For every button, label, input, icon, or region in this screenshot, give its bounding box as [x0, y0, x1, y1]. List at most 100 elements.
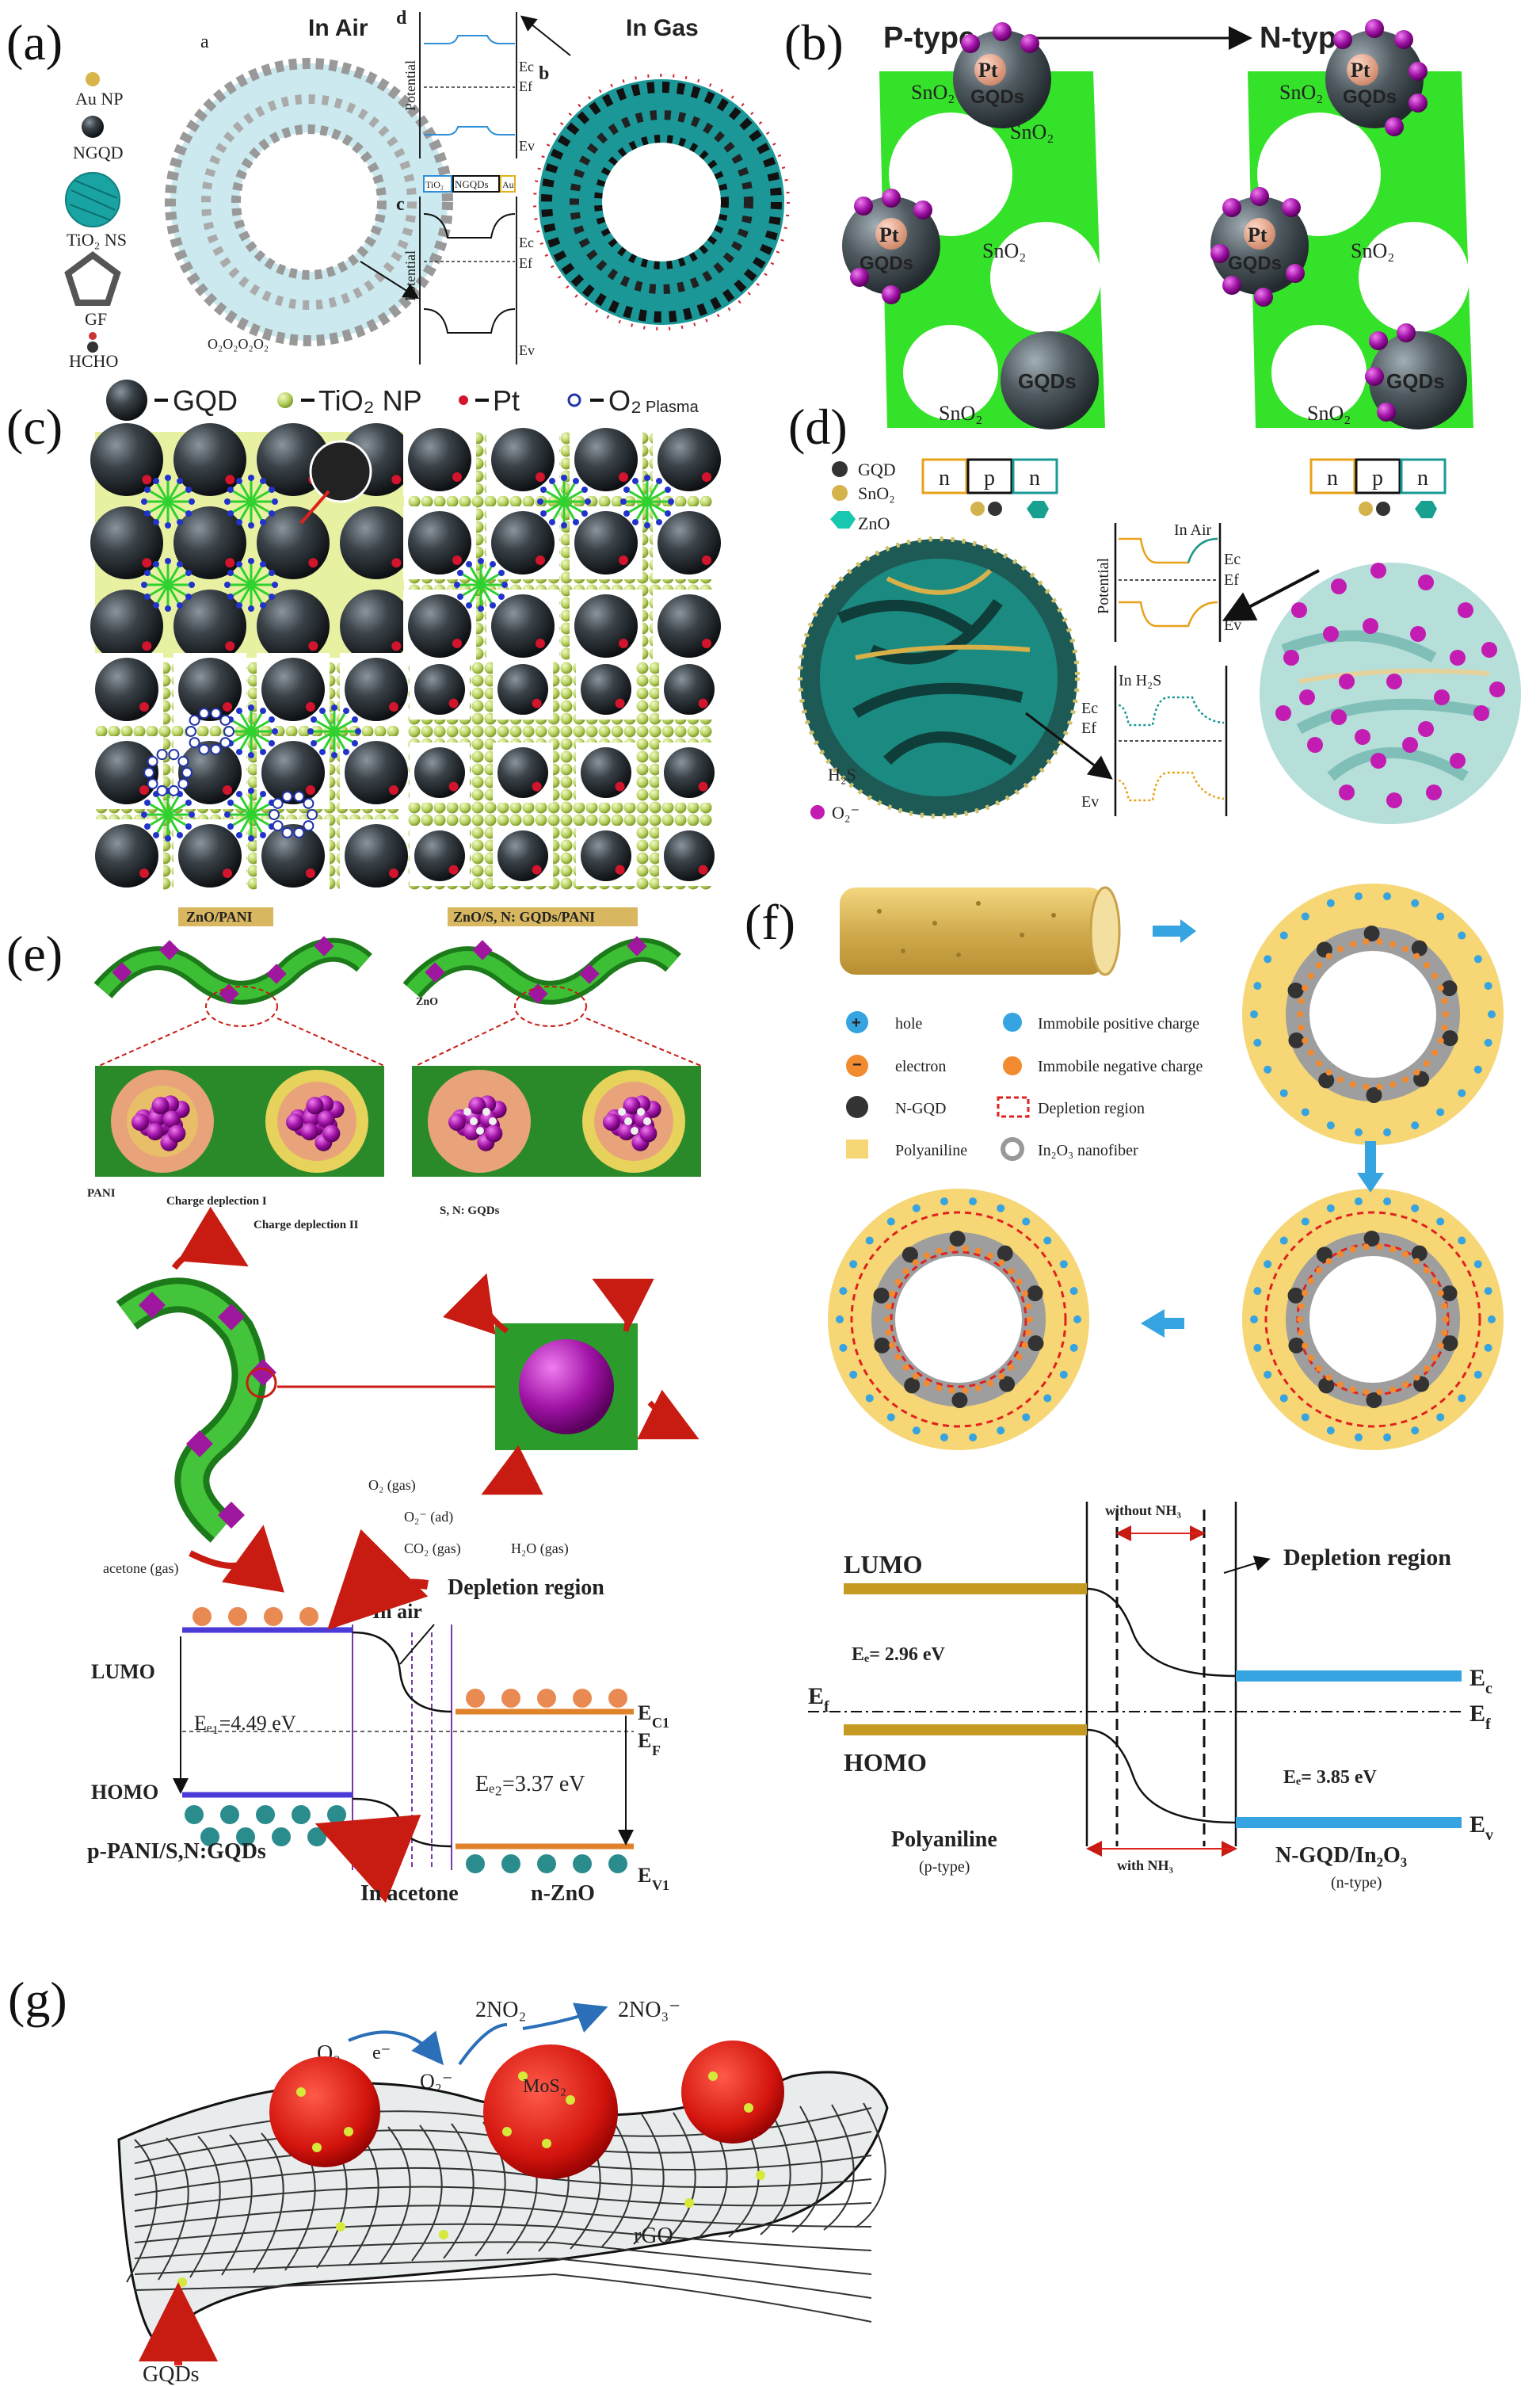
f-homo: HOMO [844, 1748, 927, 1777]
panel-e: (e) ZnO/PANI ZnO/S, N: GQDs/PANI ZnO [6, 907, 702, 1906]
sno2-r3: SnO₂ [1307, 402, 1351, 425]
npn-r-n2: n [1417, 466, 1428, 491]
e-in-acetone: In acetone [360, 1881, 459, 1906]
e-eg1: Eₑ₁=4.49 eV [194, 1712, 296, 1735]
e-title-left-bg [178, 907, 273, 926]
e-charge2: Charge deplection II [253, 1219, 359, 1231]
d-zno-icon [830, 511, 856, 529]
e-homo: HOMO [91, 1781, 158, 1804]
in-gas-label: In Gas [626, 15, 699, 41]
sno2-l1: SnO₂ [911, 81, 955, 104]
f-ptype-p: (p-type) [919, 1858, 970, 1876]
panel-b-label: (b) [784, 14, 844, 71]
legend-c-gqd: GQD [173, 384, 238, 417]
panel-d: (d) GQD SnO₂ ZnO n p n n p n H₂S [788, 399, 1521, 824]
e-cluster-mid [519, 1339, 614, 1434]
d-in-air: In Air [1174, 521, 1212, 539]
panel-c: (c) GQD TiO₂ NP Pt O₂ Plasma [6, 380, 726, 892]
f-imm-neg-icon [1003, 1056, 1022, 1075]
legend-gf: GF [85, 309, 107, 329]
panel-a-label: (a) [6, 14, 63, 71]
gqds-r1: GQDs [1343, 86, 1397, 108]
f-imm-pos-icon [1003, 1013, 1022, 1032]
in-air-ring [165, 58, 453, 346]
e-in-air: In air [372, 1600, 422, 1623]
npn-r-p: p [1372, 466, 1383, 491]
d-sno2-icon [832, 485, 848, 501]
e-nzno: n-ZnO [531, 1881, 595, 1906]
f-pani-icon [846, 1140, 868, 1159]
band-tio2: TiO₂ [425, 179, 444, 190]
gf-icon [64, 251, 121, 306]
ngqd-icon [82, 116, 104, 138]
panel-c-label: (c) [6, 399, 63, 455]
f-ring-3 [828, 1189, 1089, 1450]
panel-d-label: (d) [788, 399, 848, 455]
f-ef-left-sub: f [824, 1698, 829, 1716]
quadrant-3-lattice [90, 653, 413, 892]
pt-l2: Pt [879, 223, 899, 246]
band-ngqds: NGQDs [455, 178, 489, 190]
f-ntype-p: (n-type) [1331, 1874, 1382, 1892]
f-legend-ngqd: N-GQD [895, 1100, 946, 1117]
e-ef: E [638, 1729, 651, 1752]
tio2-np-legend-icon [277, 392, 293, 408]
pt-legend-icon [459, 395, 468, 405]
ptype-label: P-type [883, 21, 975, 55]
e-ec1: E [638, 1701, 651, 1724]
g-e1: e⁻ [372, 2043, 391, 2063]
npn-l-n2: n [1029, 466, 1040, 491]
d-ef-h2s: Ef [1081, 720, 1096, 737]
in-gas-ring [533, 74, 790, 330]
f-fiber [840, 888, 1105, 975]
g-no2: 2NO₂ [475, 1998, 526, 2022]
npn-l-n1: n [939, 466, 950, 491]
zno-flower-right [1260, 563, 1521, 824]
e-lumo: LUMO [91, 1660, 155, 1683]
sno2-l3: SnO₂ [982, 239, 1026, 262]
legend-tio2: TiO₂ NS [67, 230, 127, 250]
f-ngqd-icon [846, 1096, 868, 1118]
f-eg1: Eₑ= 2.96 eV [852, 1644, 946, 1665]
f-ev-sub: v [1485, 1827, 1493, 1844]
d-ev-h2s: Ev [1081, 793, 1099, 811]
legend-c-tio2: TiO₂ NP [318, 384, 422, 417]
e-ppani: p-PANI/S,N:GQDs [87, 1839, 266, 1864]
f-legend-imm-neg: Immobile negative charge [1038, 1058, 1203, 1075]
f-ef-right: E [1469, 1701, 1485, 1727]
e-co2: CO₂ (gas) [404, 1540, 461, 1557]
e-title-right: ZnO/S, N: GQDs/PANI [453, 909, 595, 925]
f-depletion: Depletion region [1283, 1544, 1451, 1571]
f-ec: E [1469, 1665, 1485, 1691]
in-air-label: In Air [308, 15, 368, 41]
f-depletion-icon [997, 1096, 1030, 1118]
g-gqds: GQDs [143, 2362, 200, 2386]
ev-a-c: Ev [519, 342, 535, 358]
gqds-r2: GQDs [1228, 253, 1282, 274]
f-ec-sub: c [1485, 1680, 1492, 1697]
f-legend-electron: electron [895, 1058, 946, 1075]
npn-r-n1: n [1327, 466, 1338, 491]
f-in2o3-icon [1001, 1137, 1024, 1161]
e-acetone: acetone (gas) [103, 1560, 178, 1577]
gqds-l3: GQDs [1018, 369, 1077, 393]
e-h2o: H₂O (gas) [511, 1540, 569, 1557]
f-ef-right-sub: f [1485, 1716, 1491, 1733]
d-ec-air: Ec [1224, 551, 1241, 568]
g-mos2-1 [269, 2056, 380, 2167]
gqd-bottom-right [1369, 331, 1467, 429]
legend-d-o2: O₂⁻ [832, 803, 860, 823]
f-legend-in2o3: In₂O₃ nanofiber [1038, 1142, 1138, 1159]
gqds-l2: GQDs [860, 253, 913, 274]
e-pani: PANI [87, 1187, 116, 1200]
f-with: with NH₃ [1117, 1857, 1174, 1873]
d-gqd-icon [832, 461, 848, 477]
sub-b: b [539, 63, 549, 84]
g-rgo: rGO [634, 2224, 673, 2248]
legend-c-plasma: Plasma [646, 399, 699, 416]
f-hole-icon [846, 1011, 868, 1033]
e-o2gas: O₂ (gas) [368, 1477, 416, 1494]
legend-c-o2: O₂ [608, 384, 642, 417]
o2-text: O₂O₂O₂O₂ [208, 336, 269, 352]
